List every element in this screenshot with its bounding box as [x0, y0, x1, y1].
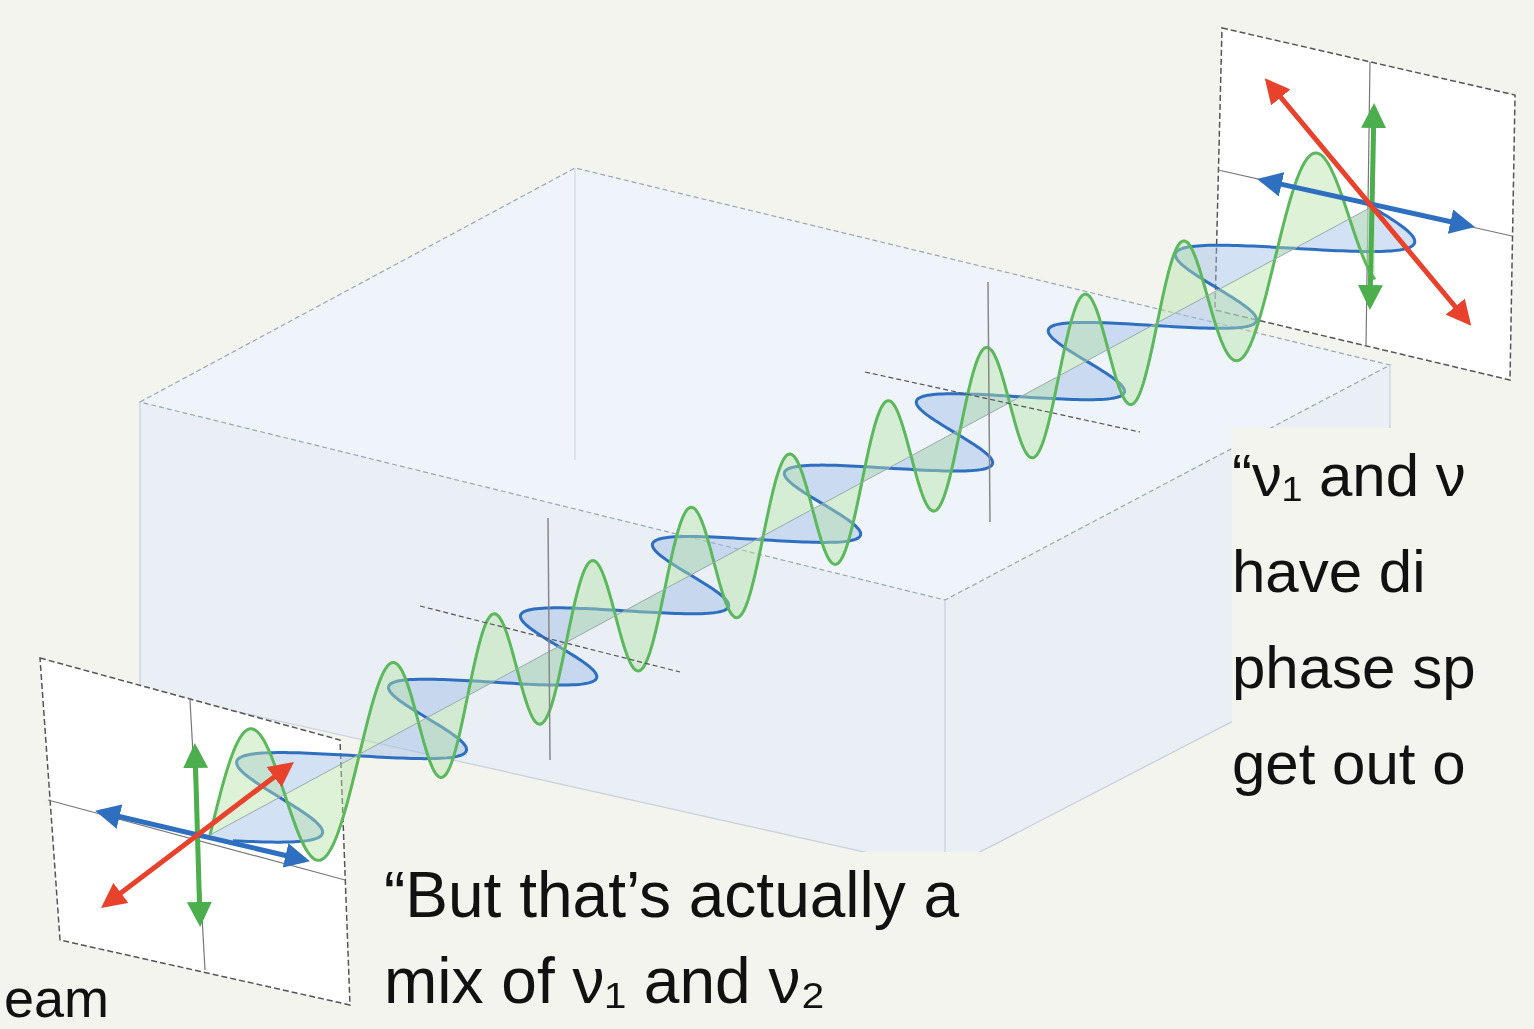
- red-arrow: [105, 765, 290, 905]
- plate: [1215, 28, 1515, 380]
- wavefront-line: [865, 372, 1140, 432]
- green-wave: [210, 153, 1375, 860]
- beam-axis: [210, 205, 1375, 835]
- callout-text: “But that’s actually a mix of ν₁ and ν₂: [384, 852, 1004, 1024]
- callout-text: “ν₁ and ν have di phase sp get out o: [1232, 428, 1524, 812]
- crystal-hidden-edge: [575, 168, 576, 460]
- crystal-edge: [139, 402, 140, 690]
- crystal-edge: [944, 600, 945, 870]
- green-wave-fill: [210, 153, 1375, 860]
- wavefront-markers: [420, 282, 1140, 760]
- wavefront-line: [988, 282, 990, 522]
- red-arrow: [1268, 82, 1468, 322]
- wavefront-line: [420, 606, 680, 672]
- output-plate: [1215, 28, 1515, 380]
- cut-label: eam: [4, 970, 144, 1026]
- blue-arrow: [100, 812, 305, 860]
